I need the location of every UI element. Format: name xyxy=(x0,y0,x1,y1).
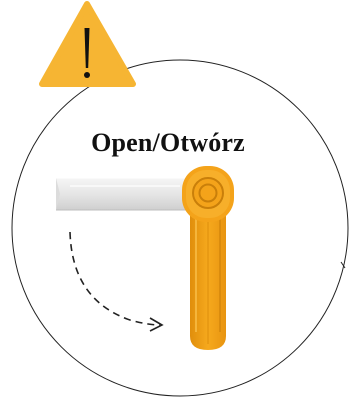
warning-triangle-icon xyxy=(39,1,136,87)
frame-tick xyxy=(340,261,346,269)
handle-open-position xyxy=(182,166,234,350)
open-label: Open/Otwórz xyxy=(91,128,245,157)
handle-closed-position xyxy=(56,177,188,211)
frame-circle xyxy=(11,59,349,397)
rotation-arrow xyxy=(69,231,164,332)
